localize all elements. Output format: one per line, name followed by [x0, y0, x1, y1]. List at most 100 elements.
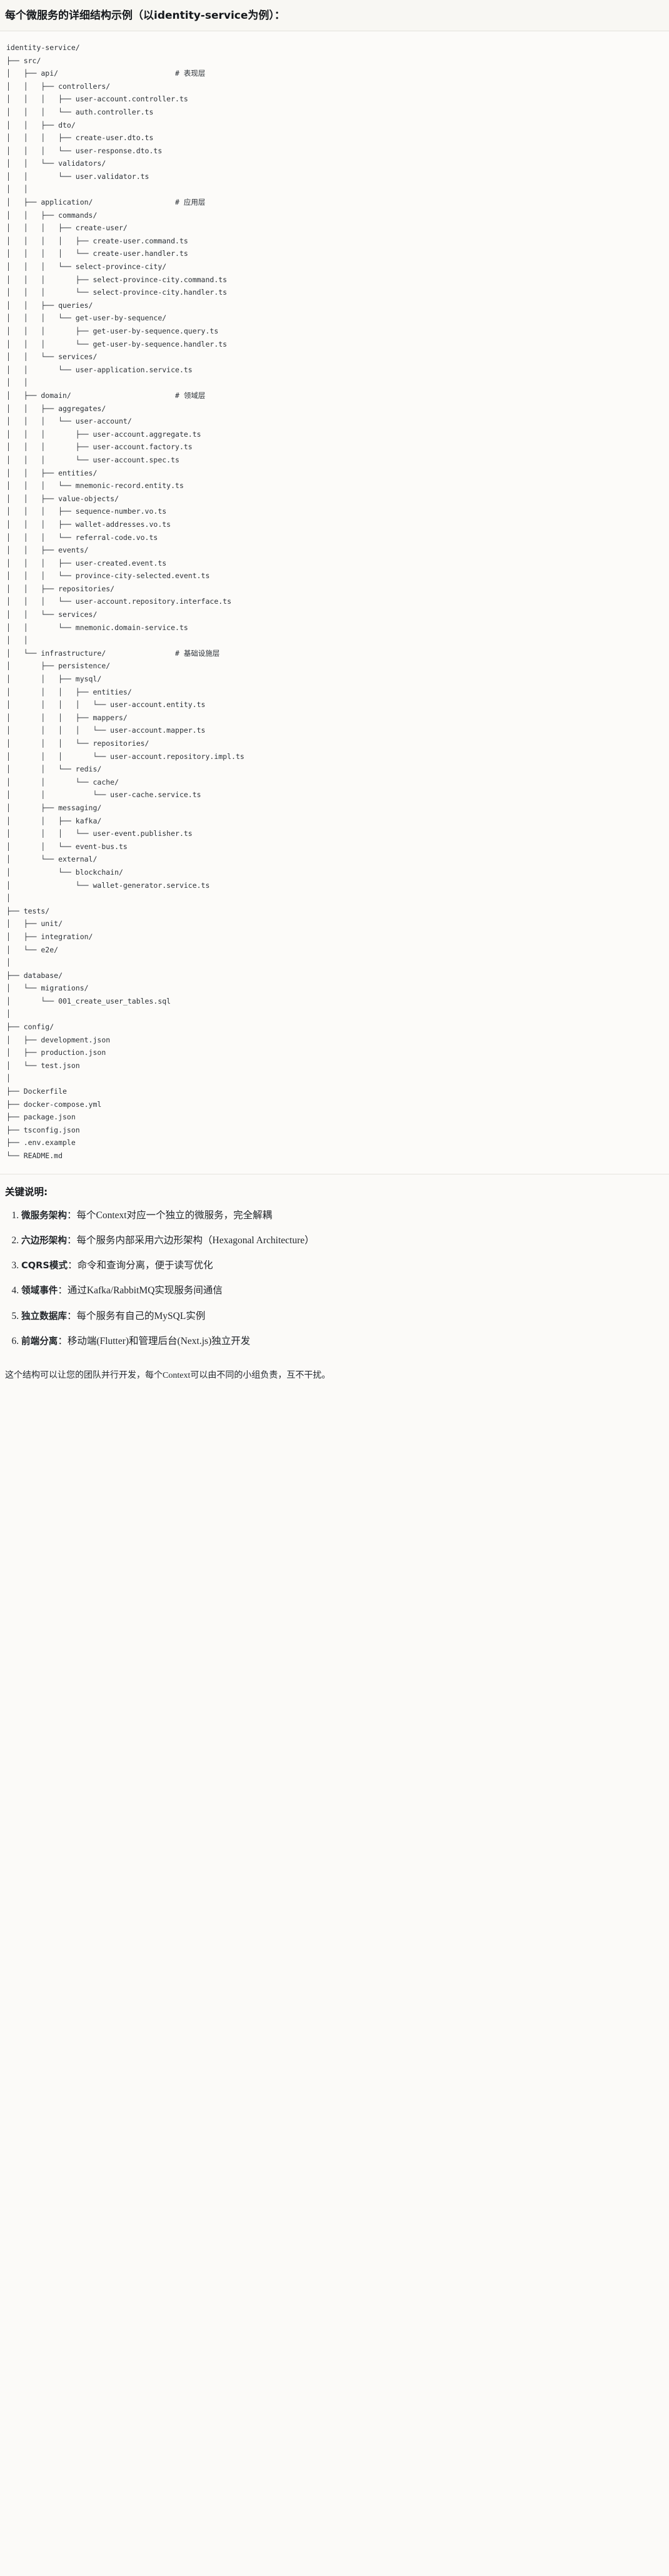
tree-line: │ │ │ └── mnemonic-record.entity.ts: [6, 481, 184, 491]
tree-line: │ │ │ ├── user-account.controller.ts: [6, 94, 188, 104]
tree-line: │ │ └── user-cache.service.ts: [6, 790, 201, 800]
tree-line: │ │ └── cache/: [6, 777, 119, 787]
tree-line: ├── tsconfig.json: [6, 1125, 80, 1134]
tree-line: │ │ │ ├── user-account.factory.ts: [6, 442, 193, 452]
tree-line: │ └── blockchain/: [6, 867, 123, 877]
key-note-separator: ：: [66, 1235, 77, 1246]
tree-line: │ └── e2e/: [6, 945, 59, 954]
tree-line: │ └── infrastructure/ # 基础设施层: [6, 648, 220, 658]
tree-line: │ │: [6, 185, 28, 194]
tree-line: │ │ ├── kafka/: [6, 816, 102, 825]
tree-line: └── README.md: [6, 1151, 63, 1160]
tree-line: │ ├── persistence/: [6, 661, 111, 671]
tree-line: │ ├── api/ # 表现层: [6, 69, 206, 78]
tree-line: │ │ │ ├── entities/: [6, 687, 132, 696]
page-title: 每个微服务的详细结构示例（以identity-service为例）：: [5, 9, 285, 22]
tree-line: │ │ └── services/: [6, 352, 98, 362]
tree-line: │ └── external/: [6, 855, 98, 864]
key-note-separator: ：: [66, 1209, 77, 1221]
tree-line: │ │ │ ├── select-province-city.command.t…: [6, 275, 228, 284]
tree-line: │ ├── unit/: [6, 919, 63, 929]
tree-line: │ │ │ └── get-user-by-sequence/: [6, 313, 167, 323]
key-note-term: 领域事件: [21, 1285, 58, 1296]
tree-line: │ │ │ └── user-account.spec.ts: [6, 455, 179, 464]
page-root: 每个微服务的详细结构示例（以identity-service为例）： ident…: [0, 0, 669, 1394]
key-note-separator: ：: [58, 1335, 68, 1347]
tree-line: │ ├── domain/ # 领域层: [6, 390, 206, 400]
tree-line: │ │ │ ├── get-user-by-sequence.query.ts: [6, 327, 219, 335]
tree-line: │ │ └── redis/: [6, 765, 102, 774]
key-note-term: 微服务架构: [21, 1209, 67, 1221]
tree-line: │ │ ├── aggregates/: [6, 404, 106, 413]
tree-line: │ │ └── user-application.service.ts: [6, 365, 193, 374]
tree-line: identity-service/: [6, 43, 80, 52]
title-bar: 每个微服务的详细结构示例（以identity-service为例）：: [0, 0, 669, 31]
key-note-separator: ：: [66, 1310, 77, 1321]
key-note-term: 独立数据库: [21, 1310, 67, 1321]
tree-line: │ │ │ └── user-response.dto.ts: [6, 146, 163, 155]
tree-line: │ │ │ │ └── create-user.handler.ts: [6, 249, 188, 258]
key-notes-heading: 关键说明:: [5, 1186, 48, 1198]
tree-line: │ │ │ └── select-province-city/: [6, 262, 167, 272]
tree-line: │: [6, 893, 11, 903]
tree-line: │ ├── messaging/: [6, 803, 102, 812]
tree-line: ├── tests/: [6, 906, 50, 915]
tree-line: │ │ ├── events/: [6, 546, 89, 555]
tree-line: │ │ │ ├── create-user/: [6, 223, 128, 233]
key-notes-section: 关键说明: 微服务架构：每个Context对应一个独立的微服务，完全解耦六边形架…: [0, 1174, 669, 1362]
tree-line: │ │ ├── value-objects/: [6, 494, 119, 503]
key-note-separator: ：: [68, 1260, 78, 1271]
key-note-description: 通过Kafka/RabbitMQ实现服务间通信: [67, 1285, 223, 1296]
tree-line: ├── .env.example: [6, 1138, 76, 1148]
tree-line: │ │ │ └── province-city-selected.event.t…: [6, 571, 210, 581]
tree-line: │ │ │ ├── wallet-addresses.vo.ts: [6, 519, 171, 529]
key-note-description: 移动端(Flutter)和管理后台(Next.js)独立开发: [67, 1335, 251, 1347]
key-note-item: 领域事件：通过Kafka/RabbitMQ实现服务间通信: [21, 1283, 664, 1298]
tree-line: │ ├── integration/: [6, 932, 93, 941]
tree-line: ├── src/: [6, 56, 41, 65]
tree-line: │ │ │ └── auth.controller.ts: [6, 107, 154, 116]
tree-line: │ │ ├── commands/: [6, 210, 98, 220]
key-notes-list: 微服务架构：每个Context对应一个独立的微服务，完全解耦六边形架构：每个服务…: [5, 1208, 664, 1349]
tree-line: │ │ ├── repositories/: [6, 584, 115, 593]
footnote: 这个结构可以让您的团队并行开发，每个Context可以由不同的小组负责，互不干扰…: [5, 1371, 331, 1381]
tree-line: │: [6, 1074, 11, 1083]
tree-line: │ │ │ └── user-account.repository.interf…: [6, 597, 232, 606]
tree-line: │ │ │ └── referral-code.vo.ts: [6, 532, 158, 542]
key-note-description: 每个服务有自己的MySQL实例: [76, 1310, 206, 1321]
key-note-item: CQRS模式：命令和查询分离，便于读写优化: [21, 1258, 664, 1273]
tree-line: │ │ ├── entities/: [6, 468, 98, 477]
tree-line: │: [6, 958, 11, 967]
key-note-description: 每个服务内部采用六边形架构（Hexagonal Architecture）: [76, 1235, 314, 1246]
tree-line: │ │ │ ├── create-user.dto.ts: [6, 133, 154, 143]
tree-line: │ │: [6, 636, 28, 645]
tree-line: │ │ └── mnemonic.domain-service.ts: [6, 623, 188, 632]
tree-line: │ │ │ │ ├── create-user.command.ts: [6, 236, 188, 245]
tree-line: │ │ │ └── user-event.publisher.ts: [6, 829, 193, 838]
key-note-term: CQRS模式: [21, 1260, 68, 1271]
key-note-item: 独立数据库：每个服务有自己的MySQL实例: [21, 1309, 664, 1323]
tree-line: │ └── wallet-generator.service.ts: [6, 880, 210, 890]
tree-line: │ │ ├── controllers/: [6, 81, 111, 91]
tree-line: ├── package.json: [6, 1112, 76, 1122]
tree-line: │ ├── application/ # 应用层: [6, 198, 206, 207]
tree-line: ├── Dockerfile: [6, 1087, 67, 1096]
tree-line: ├── docker-compose.yml: [6, 1099, 102, 1109]
tree-line: │: [6, 1009, 11, 1019]
tree-line: │ │ │ ├── user-created.event.ts: [6, 558, 167, 568]
tree-line: │ │ │ │ └── user-account.entity.ts: [6, 700, 206, 710]
tree-line: │ │ └── event-bus.ts: [6, 842, 128, 851]
tree-line: ├── database/: [6, 970, 63, 980]
tree-line: │ │ │ ├── mappers/: [6, 713, 128, 722]
tree-line: │ ├── production.json: [6, 1048, 106, 1057]
tree-line: │ │ │ └── user-account/: [6, 417, 132, 426]
tree-line: │ │: [6, 378, 28, 387]
tree-line: │ └── test.json: [6, 1061, 80, 1070]
tree-line: │ │ └── user.validator.ts: [6, 171, 149, 181]
key-note-item: 微服务架构：每个Context对应一个独立的微服务，完全解耦: [21, 1208, 664, 1223]
tree-line: │ │ │ │ └── user-account.mapper.ts: [6, 726, 206, 735]
tree-line: │ │ │ ├── sequence-number.vo.ts: [6, 507, 167, 516]
directory-tree: identity-service/ ├── src/ │ ├── api/ # …: [6, 41, 663, 1163]
tree-line: │ │ ├── dto/: [6, 120, 76, 130]
key-note-description: 每个Context对应一个独立的微服务，完全解耦: [76, 1209, 273, 1221]
